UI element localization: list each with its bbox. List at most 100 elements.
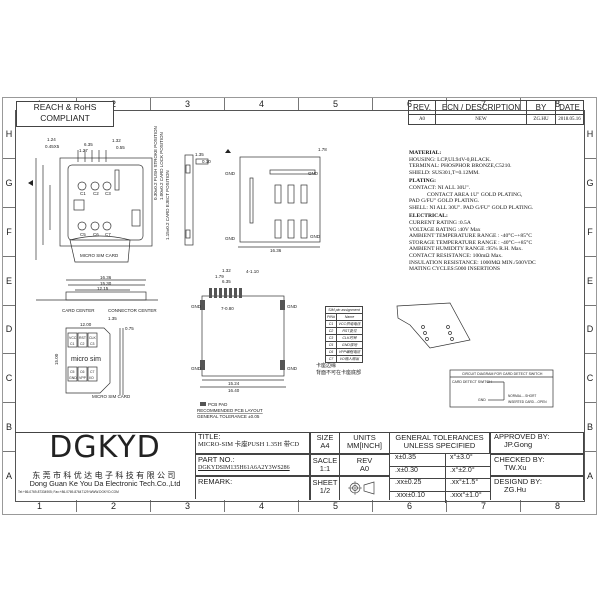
scale-cell: SACLE 1:1 — [310, 454, 340, 476]
svg-text:卡座边缘: 卡座边缘 — [316, 362, 336, 369]
company-box — [15, 432, 196, 499]
zone-row-a: A — [586, 471, 593, 482]
zone-row-d: D — [3, 306, 15, 355]
specifications: MATERIAL: HOUSING: LCP,UL94V-0,BLACK. TE… — [409, 150, 584, 273]
company-contact: Tel:+86-0769-87334905; Fax:+86-0769-8764… — [18, 490, 119, 494]
part-no-cell: PART NO.: DGKYDSIM135H61A6A2Y3WS286 — [195, 454, 310, 476]
zone-row-f: F — [584, 208, 596, 257]
svg-text:6.35: 6.35 — [84, 142, 93, 147]
svg-text:GND: GND — [69, 376, 77, 380]
svg-text:0.75: 0.75 — [125, 326, 134, 331]
svg-text:0.10: 0.10 — [202, 159, 211, 164]
zone-row-a: A — [5, 471, 12, 482]
svg-text:GND: GND — [191, 304, 202, 309]
tolerance-header: GENERAL TOLERANCES UNLESS SPECIFIED — [390, 432, 490, 454]
svg-text:1.27: 1.27 — [79, 148, 88, 153]
svg-text:0.55: 0.55 — [116, 145, 125, 150]
rev-label: REV — [356, 456, 373, 465]
tolerance-title: GENERAL TOLERANCES — [395, 433, 484, 442]
size-label: SIZE — [316, 433, 334, 442]
svg-text:0.45X5: 0.45X5 — [45, 144, 60, 149]
svg-text:背面不可在卡座底部: 背面不可在卡座底部 — [316, 369, 361, 376]
side-view: 1.35 0.10 — [184, 149, 231, 246]
tolerance-angular: x°±3.0° — [450, 454, 473, 461]
svg-text:4-1.10: 4-1.10 — [246, 269, 259, 274]
drawing-border — [15, 110, 585, 502]
size-value: A4 — [320, 441, 330, 450]
svg-text:CARD CENTER: CARD CENTER — [62, 308, 95, 313]
svg-text:16.36: 16.36 — [100, 275, 112, 280]
svg-text:1.24: 1.24 — [47, 137, 56, 142]
zone-col-2: 2 — [77, 500, 151, 512]
svg-text:RST: RST — [79, 336, 87, 340]
plating-heading: PLATING: — [409, 178, 436, 185]
tolerance-linear: .x±0.30 — [390, 466, 446, 478]
name-cell: I/O输入输出 — [339, 357, 360, 361]
tolerance-linear: x±0.35 — [390, 454, 446, 466]
front-section-view: 16.36 15.30 12.15 CARD CENTER CONNECTOR … — [36, 275, 158, 321]
svg-text:1.32: 1.32 — [222, 268, 231, 273]
zone-columns-bottom: 1 2 3 4 5 6 7 8 — [3, 500, 594, 512]
tolerance-angular: .xxx°±1.0° — [450, 491, 482, 499]
zone-col-3: 3 — [151, 98, 225, 110]
zone-row-c: C — [3, 354, 15, 404]
zone-row-e: E — [3, 257, 15, 306]
svg-text:CARD DETECT SWITCH: CARD DETECT SWITCH — [452, 380, 492, 384]
name-header: Name — [344, 315, 355, 319]
tolerance-angular: .x°±2.0° — [450, 466, 475, 474]
svg-text:15.30: 15.30 — [100, 281, 112, 286]
name-cell: VCC供电电压 — [338, 322, 361, 326]
checked-cell: CHECKED BY: TW.Xu — [490, 454, 584, 476]
svg-text:6.35: 6.35 — [222, 279, 231, 284]
zone-row-h: H — [584, 110, 596, 159]
micro-sim-card-drawing: 12.00 0.75 micro sim VCC RST CLK C1 C2 C… — [54, 322, 134, 399]
spec-line: STORAGE TEMPERATURE RANGE : -40°C~+85°C — [409, 239, 533, 246]
part-no-value: DGKYDSIM135H61A6A2Y3WS286 — [198, 465, 290, 471]
spec-line: CONTACT RESISTANCE: 100mΩ Max. — [409, 252, 503, 259]
svg-text:NORMAL....SHORT: NORMAL....SHORT — [508, 394, 536, 398]
scale-value: 1:1 — [319, 464, 331, 473]
checked-label: CHECKED BY: — [494, 455, 545, 464]
date-cell: 2018.05.16 — [555, 114, 584, 125]
designed-value: ZG.Hu — [504, 485, 527, 494]
svg-text:15.00: 15.00 — [54, 353, 59, 365]
svg-text:C5: C5 — [80, 232, 86, 237]
svg-text:PCB PAD: PCB PAD — [208, 402, 228, 407]
svg-text:CIRCUIT DIAGRAM FOR CARD DETEC: CIRCUIT DIAGRAM FOR CARD DETECT SWITCH — [462, 372, 543, 376]
zone-col-5: 5 — [299, 98, 373, 110]
pin-cell: C2 — [326, 328, 337, 334]
spec-line: INSULATION RESISTANCE: 1000MΩ MIN./500VD… — [409, 259, 536, 266]
svg-text:12.15: 12.15 — [97, 286, 109, 291]
svg-text:GND: GND — [225, 236, 236, 241]
svg-text:C2: C2 — [93, 191, 99, 196]
zone-row-g: G — [3, 159, 15, 208]
spec-line: VOLTAGE RATING :40V Max — [409, 226, 481, 233]
zone-row-c: C — [584, 354, 596, 404]
company-name-cn: 东莞市科优达电子科技有限公司 — [32, 471, 178, 480]
name-cell: CLK时钟 — [342, 336, 357, 340]
units-value: MM[INCH] — [347, 441, 382, 450]
pcb-layout: GND GND GND GND 1.79 1.32 6.35 4-1.10 7-… — [191, 268, 361, 419]
spec-line: SHELL: NI ALL 30U". PAD G/FU" GOLD PLATI… — [409, 204, 534, 211]
svg-text:1.79: 1.79 — [215, 274, 224, 279]
drawing-frame — [2, 97, 597, 515]
tolerance-subtitle: UNLESS SPECIFIED — [403, 441, 476, 450]
zone-row-f: F — [3, 208, 15, 257]
svg-text:C6: C6 — [93, 232, 99, 237]
pin-cell: C6 — [326, 349, 337, 355]
zone-col-7: 7 — [447, 500, 521, 512]
bottom-view: GND GND GND GND 1.78 16.36 — [225, 147, 327, 253]
svg-text:C7: C7 — [90, 370, 95, 374]
title-label: TITLE: — [198, 432, 221, 441]
top-view: C1 C2 C3 C5 C6 C7 MICRO SIM CARD 1.24 0.… — [28, 126, 170, 263]
spec-line: TERMINAL: PHOSPHOR BRONZE,C5210. — [409, 163, 512, 170]
zone-rows-left: H G F E D C B A — [3, 110, 15, 500]
svg-text:16.40: 16.40 — [228, 388, 240, 393]
svg-text:GND: GND — [308, 171, 319, 176]
sheet-label: SHEET — [312, 478, 338, 487]
svg-text:GND: GND — [191, 366, 202, 371]
zone-row-b: B — [3, 403, 15, 453]
svg-text:micro sim: micro sim — [71, 356, 101, 363]
zone-row-d: D — [584, 306, 596, 355]
